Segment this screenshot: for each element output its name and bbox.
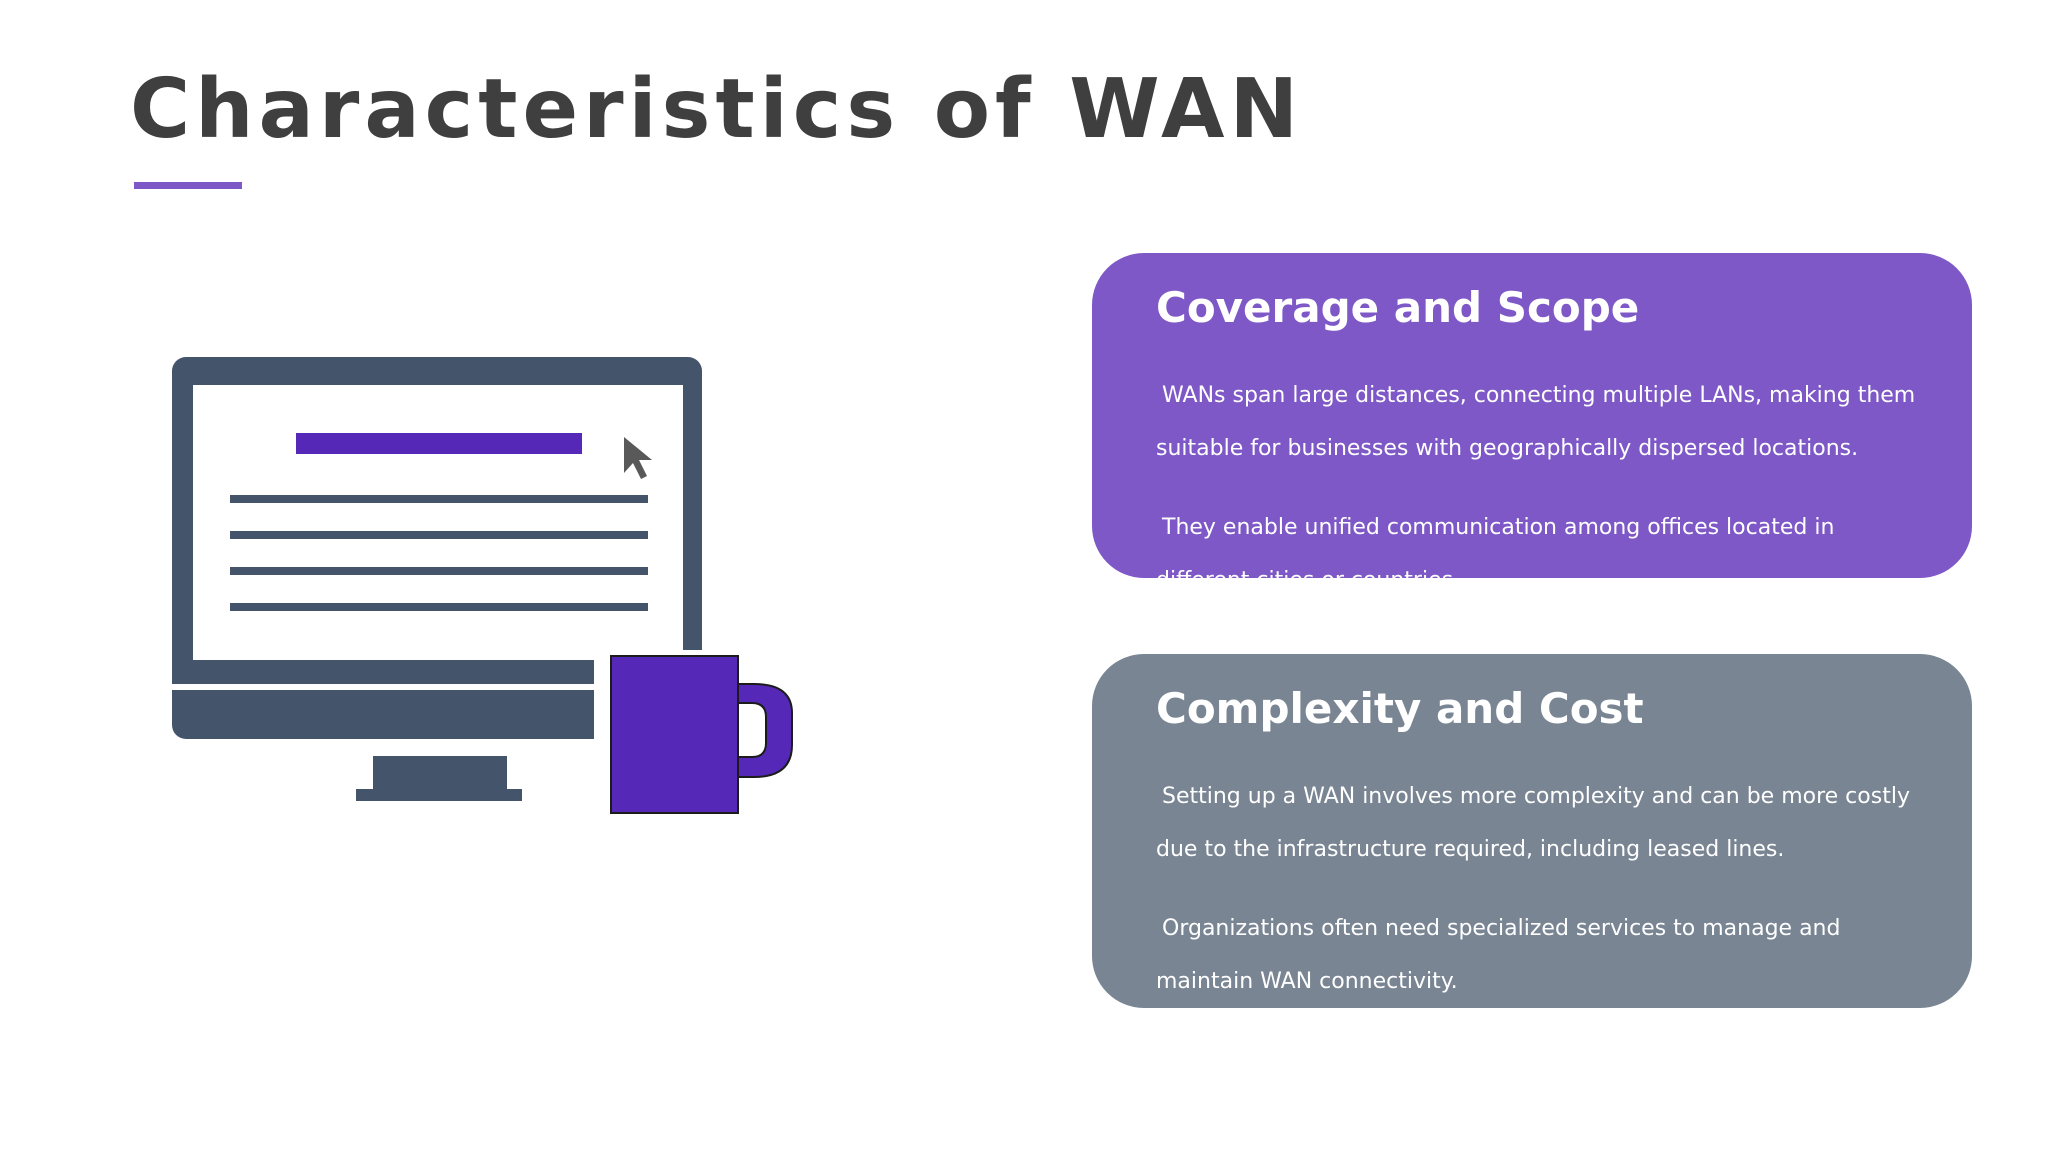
coverage-card-heading: Coverage and Scope — [1156, 283, 1640, 332]
cost-card-heading: Complexity and Cost — [1156, 684, 1644, 733]
coverage-paragraph: They enable unified communication among … — [1156, 515, 1835, 578]
title-underline — [134, 182, 242, 189]
coverage-paragraph: WANs span large distances, connecting mu… — [1156, 383, 1916, 461]
coverage-card-body: WANs span large distances, connecting mu… — [1156, 369, 1916, 578]
coverage-card: Coverage and Scope WANs span large dista… — [1092, 253, 1972, 578]
desktop-monitor-icon — [172, 357, 793, 815]
cost-paragraph: Setting up a WAN involves more complexit… — [1156, 784, 1910, 862]
cost-card-body: Setting up a WAN involves more complexit… — [1156, 770, 1916, 1008]
coffee-mug-icon — [594, 650, 793, 815]
computer-illustration — [160, 345, 800, 825]
slide-title: Characteristics of WAN — [130, 62, 1304, 157]
cost-card: Complexity and Cost Setting up a WAN inv… — [1092, 654, 1972, 1008]
mouse-cursor-icon — [624, 437, 652, 479]
cost-paragraph: Organizations often need specialized ser… — [1156, 916, 1841, 994]
